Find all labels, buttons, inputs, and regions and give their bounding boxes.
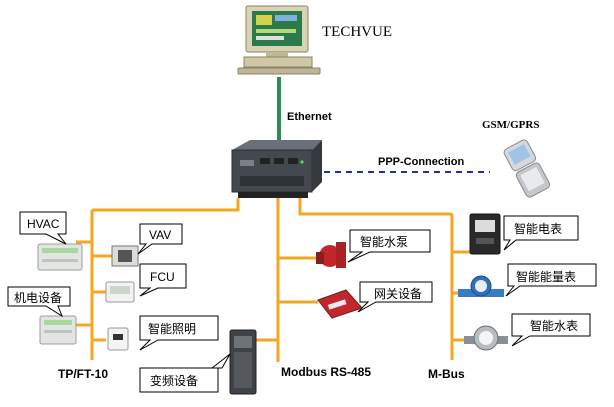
- gateway-label: 网关设备: [374, 287, 422, 301]
- hvac-controller-icon: [37, 243, 83, 271]
- tp-ft10-bus-label: TP/FT-10: [58, 367, 108, 381]
- fcu-label: FCU: [150, 270, 175, 284]
- tp-trunk: [92, 198, 240, 212]
- electric-meter-icon: [469, 213, 501, 255]
- vav-callout: VAV: [137, 223, 183, 255]
- mobile-phone-icon: [503, 139, 551, 198]
- ppp-connection-label: PPP-Connection: [378, 156, 464, 168]
- electromechanical-callout: 机电设备: [7, 286, 71, 318]
- pump-icon: [316, 242, 346, 268]
- vfd-callout: 变频设备: [139, 353, 231, 393]
- water-meter-icon: [464, 325, 508, 351]
- bus-wiring: [74, 198, 470, 362]
- fcu-thermostat-icon: [105, 281, 135, 303]
- vav-label: VAV: [149, 228, 171, 242]
- mbus-bus-label: M-Bus: [428, 367, 465, 381]
- gateway-callout: 网关设备: [357, 281, 433, 313]
- gsm-label: GSM/GPRS: [482, 119, 539, 131]
- mbus-trunk: [298, 198, 452, 216]
- water-meter-label: 智能水表: [530, 318, 578, 333]
- vfd-cabinet-icon: [229, 329, 257, 395]
- lighting-switch-icon: [107, 327, 129, 351]
- energy-meter-callout: 智能能量表: [505, 263, 597, 297]
- lighting-callout: 智能照明: [139, 315, 219, 351]
- energy-meter-label: 智能能量表: [516, 269, 576, 284]
- system-name-label: TECHVUE: [322, 24, 392, 40]
- vfd-label: 变频设备: [150, 373, 198, 388]
- electric-meter-callout: 智能电表: [503, 215, 579, 251]
- ethernet-label: Ethernet: [287, 111, 332, 123]
- vav-device-icon: [111, 245, 139, 267]
- controller-device-icon: [231, 140, 322, 198]
- modbus-bus-label: Modbus RS-485: [281, 365, 371, 379]
- energy-meter-icon: [458, 275, 504, 297]
- gateway-device-icon: [317, 289, 363, 319]
- pump-label: 智能水泵: [360, 234, 408, 249]
- electric-meter-label: 智能电表: [514, 221, 562, 236]
- hvac-callout: HVAC: [19, 211, 67, 245]
- pump-callout: 智能水泵: [347, 229, 431, 263]
- fcu-callout: FCU: [139, 263, 187, 297]
- electromech-label: 机电设备: [14, 291, 62, 305]
- workstation-computer-icon: [237, 5, 321, 75]
- hvac-label: HVAC: [27, 217, 60, 231]
- water-meter-callout: 智能水表: [511, 313, 591, 347]
- electromechanical-controller-icon: [39, 315, 77, 345]
- lighting-label: 智能照明: [148, 321, 196, 336]
